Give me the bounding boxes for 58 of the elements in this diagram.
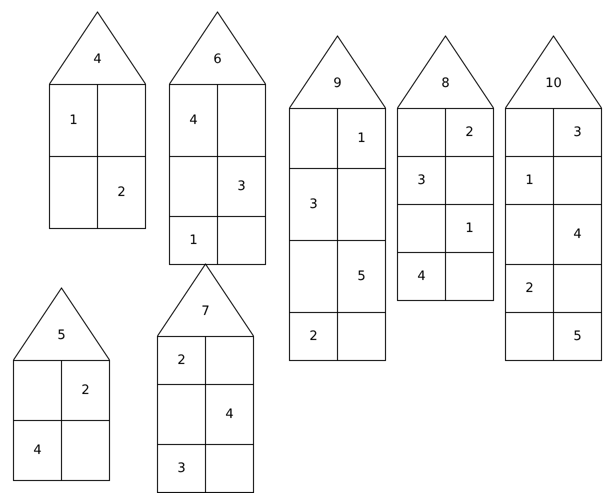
cell-number: 2 (117, 185, 126, 200)
house-cell (445, 252, 494, 301)
house-cell (445, 108, 494, 157)
house-cell (157, 444, 206, 493)
house-cell (205, 336, 254, 385)
house-cell (505, 108, 554, 157)
house-cell (217, 216, 266, 265)
house-cell (397, 252, 446, 301)
house-cell (169, 216, 218, 265)
house-cell (97, 84, 146, 157)
cell-number: 3 (417, 173, 426, 188)
cell-number: 1 (69, 113, 78, 128)
cell-number: 3 (309, 197, 318, 212)
cell-number: 5 (357, 269, 366, 284)
house-cell (157, 336, 206, 385)
house-cell (337, 108, 386, 169)
house-cell (49, 156, 98, 229)
house-cell (97, 156, 146, 229)
house-cell (61, 360, 110, 421)
cell-number: 3 (177, 461, 186, 476)
house-cell (337, 312, 386, 361)
house-cell (49, 84, 98, 157)
cell-number: 4 (573, 227, 582, 242)
cell-number: 3 (573, 125, 582, 140)
roof-number: 4 (93, 52, 102, 66)
house-cell (205, 444, 254, 493)
cell-number: 5 (573, 329, 582, 344)
cell-number: 2 (81, 383, 90, 398)
cell-number: 2 (309, 329, 318, 344)
roof-number: 9 (333, 76, 342, 90)
cell-number: 2 (525, 281, 534, 296)
house-cell (397, 108, 446, 157)
house-cell (553, 312, 602, 361)
cell-number: 4 (225, 407, 234, 422)
house-cell (289, 312, 338, 361)
house-cell (61, 420, 110, 481)
cell-number: 1 (357, 131, 366, 146)
cell-number: 4 (33, 443, 42, 458)
cell-number: 4 (417, 269, 426, 284)
roof-number: 5 (57, 328, 66, 342)
house-cell (289, 108, 338, 169)
cell-number: 3 (237, 179, 246, 194)
cell-number: 1 (525, 173, 534, 188)
roof-number: 10 (545, 76, 562, 90)
house-cell (169, 84, 218, 157)
cell-number: 1 (465, 221, 474, 236)
roof-number: 6 (213, 52, 222, 66)
cell-number: 2 (465, 125, 474, 140)
house-cell (553, 108, 602, 157)
house-cell (505, 312, 554, 361)
cell-number: 1 (189, 233, 198, 248)
cell-number: 2 (177, 353, 186, 368)
house-cell (217, 84, 266, 157)
house-cell (13, 420, 62, 481)
roof-number: 8 (441, 76, 450, 90)
cell-number: 4 (189, 113, 198, 128)
roof-number: 7 (201, 304, 210, 318)
house-cell (13, 360, 62, 421)
